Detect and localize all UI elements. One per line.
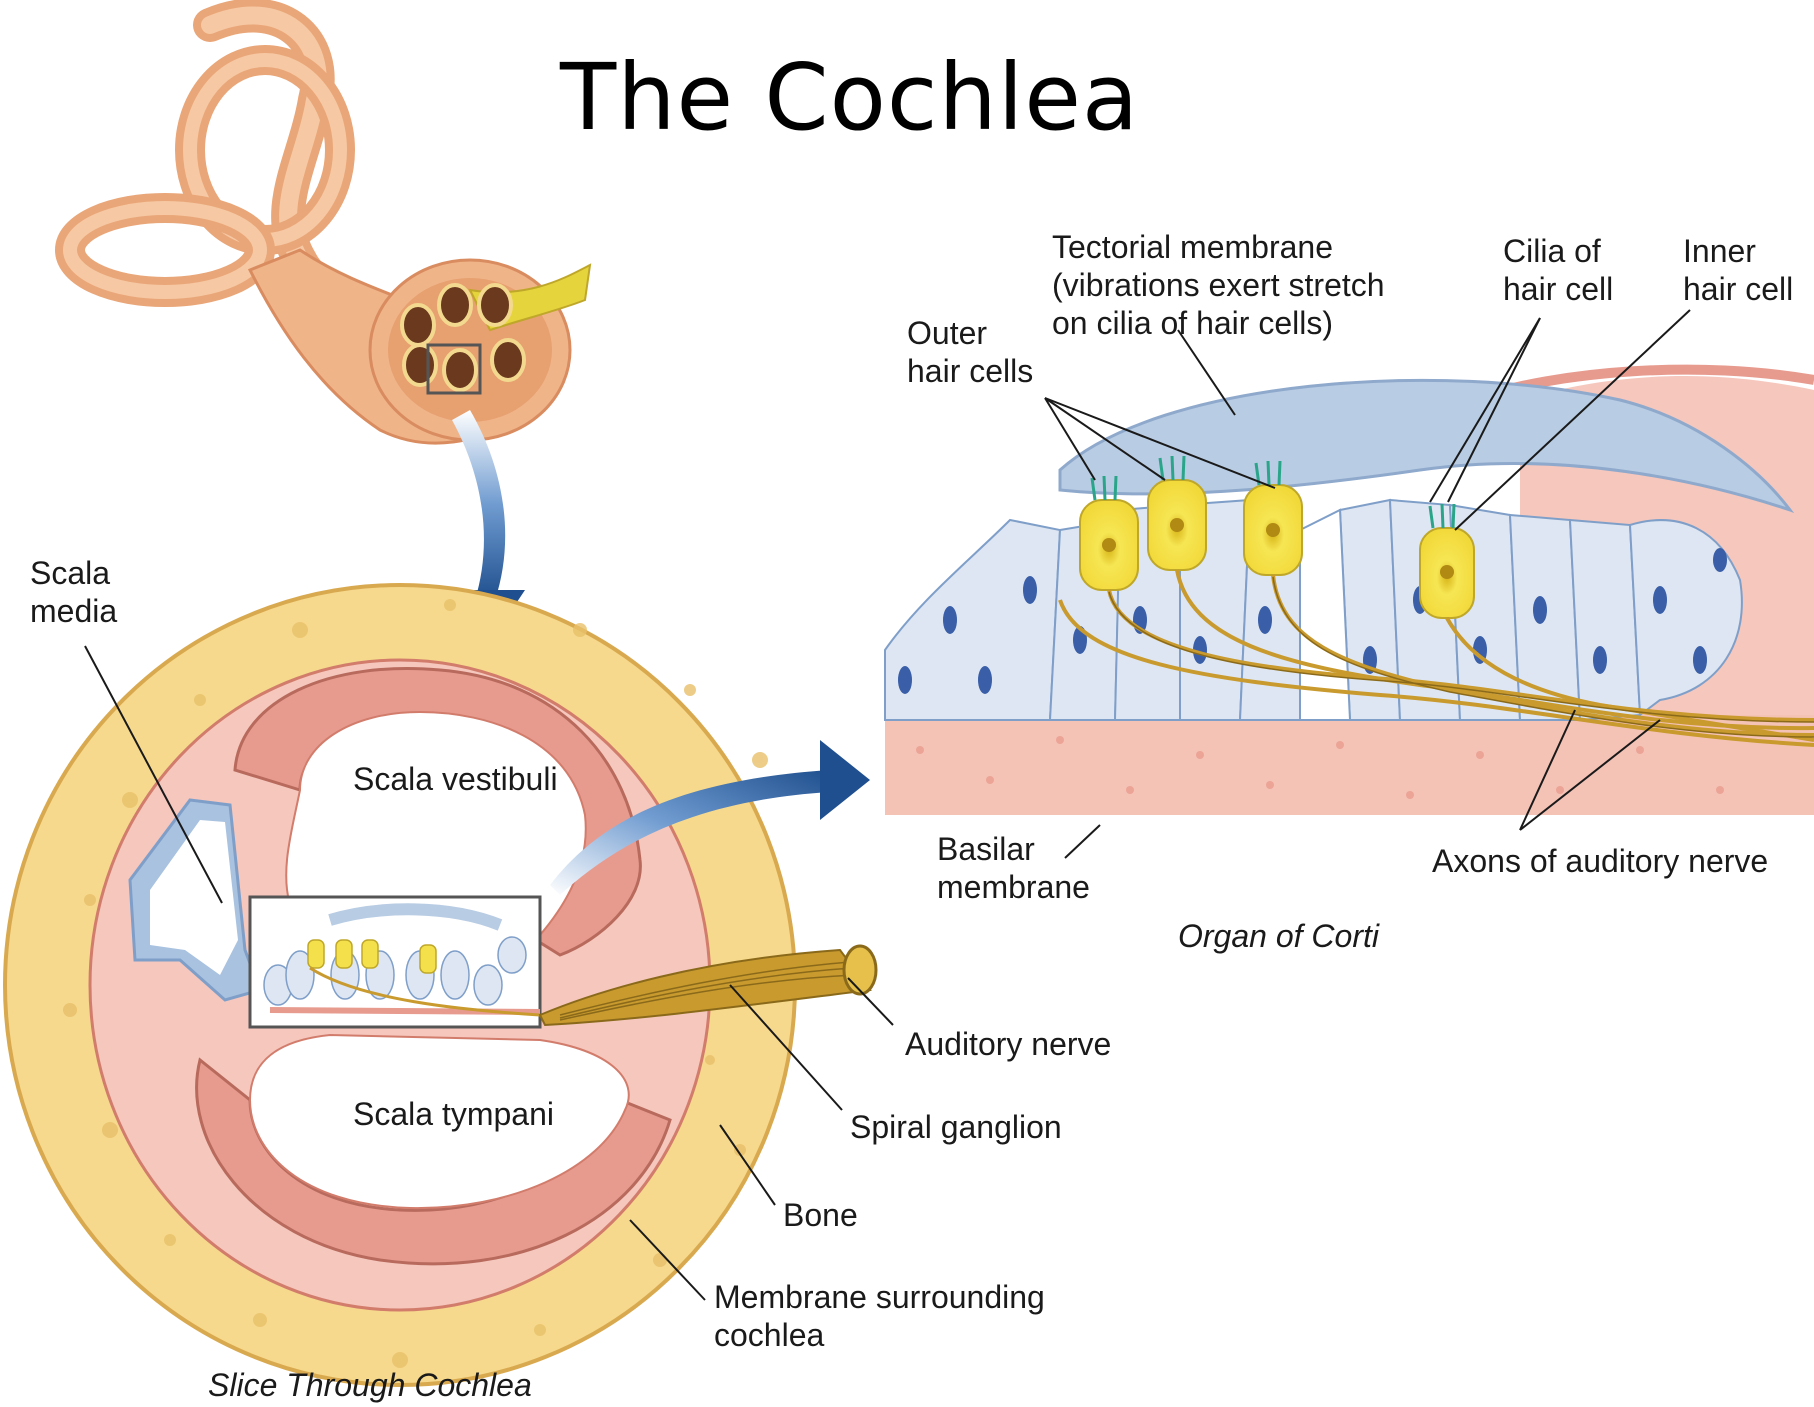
label-line: Basilar [937, 830, 1090, 868]
label-membrane-surrounding-cochlea: Membrane surrounding cochlea [714, 1278, 1045, 1354]
caption-slice-through-cochlea: Slice Through Cochlea [208, 1367, 532, 1404]
label-scala-tympani: Scala tympani [353, 1095, 554, 1133]
label-line: (vibrations exert stretch [1052, 266, 1385, 304]
organ-of-corti-illustration [885, 370, 1814, 815]
label-tectorial-membrane: Tectorial membrane (vibrations exert str… [1052, 228, 1385, 342]
label-line: hair cells [907, 352, 1033, 390]
label-line: Tectorial membrane [1052, 228, 1385, 266]
label-outer-hair-cells: Outer hair cells [907, 314, 1033, 390]
label-line: hair cell [1683, 270, 1793, 308]
label-line: Cilia of [1503, 232, 1613, 270]
label-spiral-ganglion: Spiral ganglion [850, 1108, 1062, 1146]
label-line: Scala [30, 554, 117, 592]
label-line: hair cell [1503, 270, 1613, 308]
label-axons-of-auditory-nerve: Axons of auditory nerve [1432, 842, 1768, 880]
label-line: on cilia of hair cells) [1052, 304, 1385, 342]
cochlea-slice-illustration [5, 585, 876, 1385]
label-line: Membrane surrounding [714, 1278, 1045, 1316]
label-bone: Bone [783, 1196, 858, 1234]
page-title: The Cochlea [560, 44, 1139, 151]
label-auditory-nerve: Auditory nerve [905, 1025, 1111, 1063]
label-scala-vestibuli: Scala vestibuli [353, 760, 558, 798]
label-cilia-of-hair-cell: Cilia of hair cell [1503, 232, 1613, 308]
label-inner-hair-cell: Inner hair cell [1683, 232, 1793, 308]
label-line: Inner [1683, 232, 1793, 270]
label-line: membrane [937, 868, 1090, 906]
label-line: Outer [907, 314, 1033, 352]
inner-ear-illustration [70, 15, 590, 443]
caption-organ-of-corti: Organ of Corti [1178, 918, 1379, 955]
label-line: media [30, 592, 117, 630]
label-line: cochlea [714, 1316, 1045, 1354]
label-scala-media: Scala media [30, 554, 117, 630]
label-basilar-membrane: Basilar membrane [937, 830, 1090, 906]
